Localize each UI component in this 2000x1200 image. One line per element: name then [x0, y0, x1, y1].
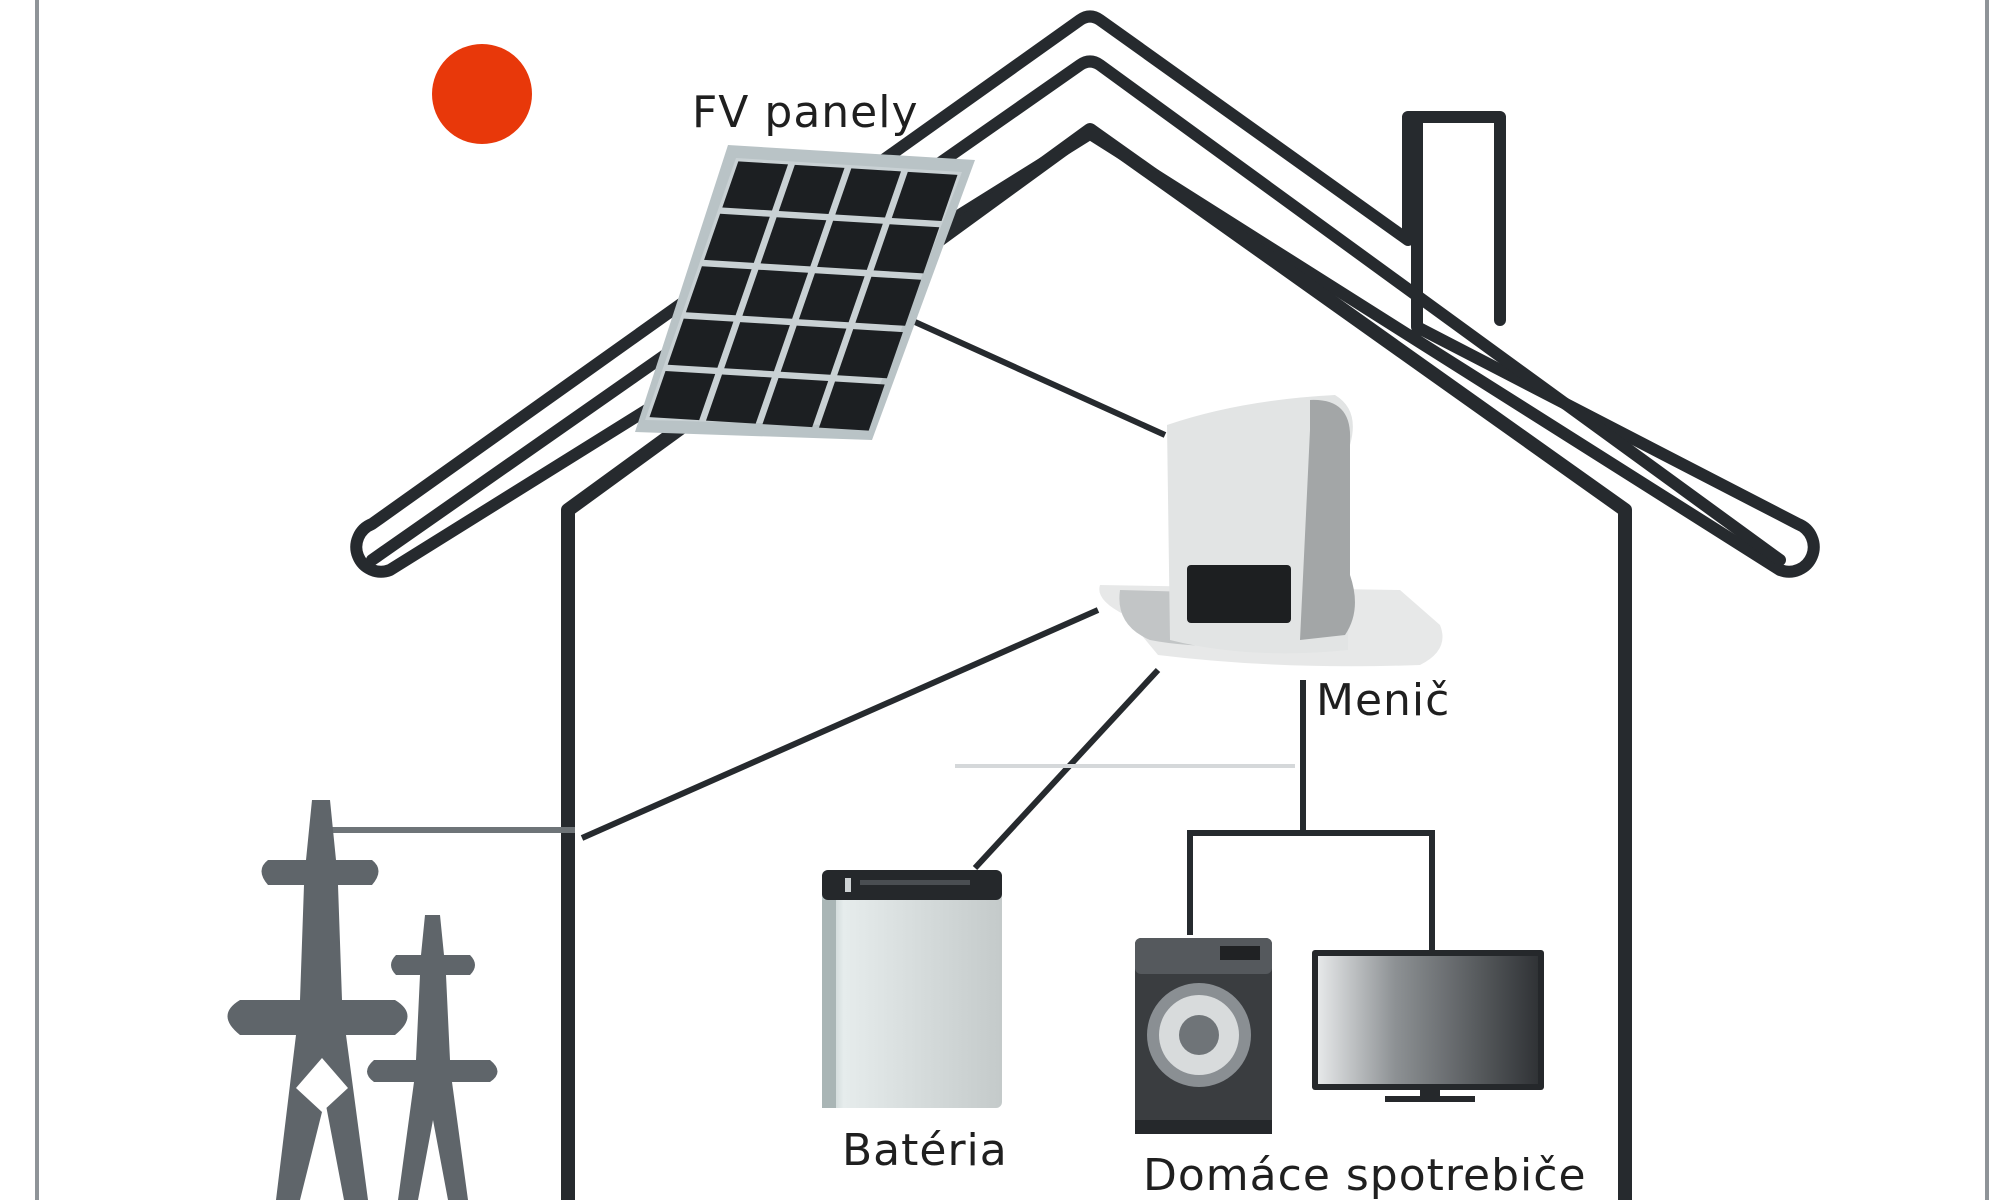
battery-icon	[822, 870, 1002, 1108]
solar-cell	[873, 224, 940, 274]
solar-cell	[742, 269, 809, 319]
wire-panel-to-inverter	[913, 319, 1167, 438]
solar-cell	[835, 168, 901, 218]
solar-cell	[855, 276, 922, 326]
solar-panel-icon	[635, 145, 975, 440]
solar-cell	[722, 161, 788, 211]
inverter-icon	[1099, 395, 1443, 667]
solar-cell	[819, 381, 885, 431]
label-appliances: Domáce spotrebiče	[1143, 1150, 1587, 1200]
solar-cell	[837, 329, 903, 379]
house-roof	[350, 10, 1820, 578]
power-pylon-icon	[227, 800, 498, 1200]
solar-cell	[706, 374, 772, 424]
solar-cell	[798, 273, 865, 323]
solar-cell	[685, 266, 752, 316]
wire-inverter-to-battery	[972, 667, 1161, 871]
solar-cell	[667, 318, 734, 368]
solar-cell	[724, 322, 790, 372]
label-pv-panels: FV panely	[692, 87, 919, 138]
label-battery: Batéria	[842, 1125, 1008, 1176]
house-walls	[561, 123, 1632, 1200]
solar-cell	[780, 325, 847, 375]
solar-cell	[817, 220, 883, 270]
label-inverter: Menič	[1316, 675, 1450, 726]
solar-cell	[760, 217, 827, 267]
solar-cell	[891, 171, 958, 221]
solar-cell	[762, 378, 829, 428]
wire-appliances-bus	[1187, 830, 1435, 950]
washing-machine-icon	[1135, 938, 1272, 1134]
wire-grid-to-inverter	[580, 607, 1100, 841]
solar-cell	[649, 371, 716, 421]
solar-cell	[778, 164, 845, 214]
television-icon	[1312, 950, 1544, 1102]
solar-cell	[704, 213, 770, 263]
sun-icon	[432, 44, 532, 144]
wiring	[330, 319, 1435, 950]
